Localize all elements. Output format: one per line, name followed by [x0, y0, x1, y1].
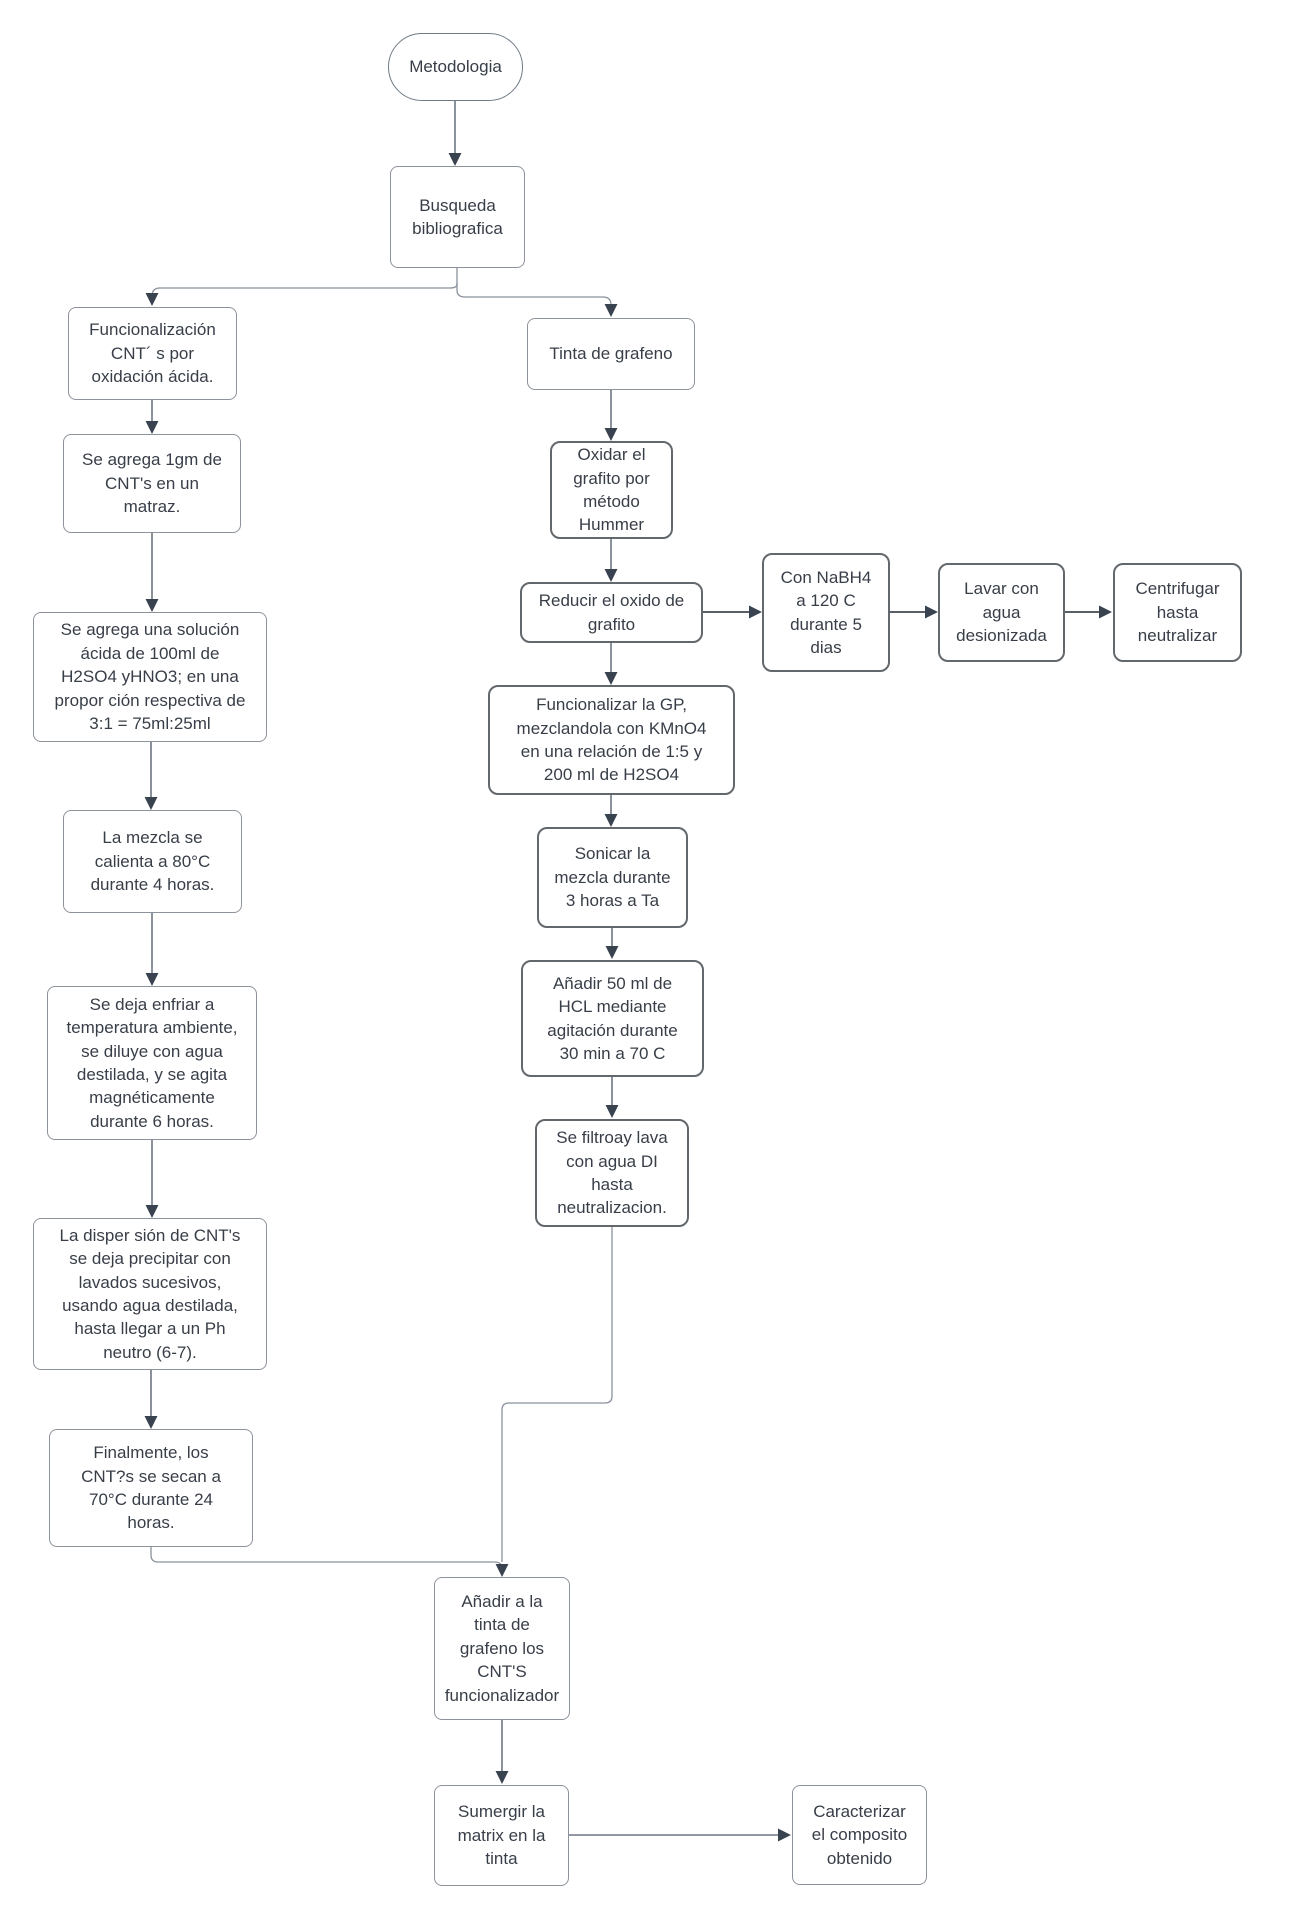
node-anadir-hcl[interactable]: Añadir 50 ml de HCL mediante agitación d… [521, 960, 704, 1077]
node-label: Metodologia [409, 57, 502, 77]
node-busqueda-bibliografica[interactable]: Busqueda bibliografica [390, 166, 525, 268]
node-funcionalizar-gp[interactable]: Funcionalizar la GP, mezclandola con KMn… [488, 685, 735, 795]
node-label: Se agrega 1gm de CNT's en un matraz. [82, 450, 222, 517]
node-label: La disper sión de CNT's se deja precipit… [59, 1225, 241, 1362]
node-agrega-cnt-matraz[interactable]: Se agrega 1gm de CNT's en un matraz. [63, 434, 241, 533]
node-oxidar-grafito[interactable]: Oxidar el grafito por método Hummer [550, 441, 673, 539]
node-anadir-tinta-cnts[interactable]: Añadir a la tinta de grafeno los CNT'S f… [434, 1577, 570, 1720]
node-funcionalizacion-cnt[interactable]: Funcionalización CNT´ s por oxidación ác… [68, 307, 237, 400]
node-label: Con NaBH4 a 120 C durante 5 dias [780, 567, 872, 657]
node-label: Oxidar el grafito por método Hummer [573, 445, 650, 535]
node-label: Finalmente, los CNT?s se secan a 70°C du… [81, 1443, 221, 1533]
node-label: Añadir 50 ml de HCL mediante agitación d… [547, 973, 678, 1063]
node-filtra-lava[interactable]: Se filtroay lava con agua DI hasta neutr… [535, 1119, 689, 1227]
node-label: Lavar con agua desionizada [956, 579, 1047, 646]
node-label: Se agrega una solución ácida de 100ml de… [54, 620, 246, 734]
node-solucion-acida[interactable]: Se agrega una solución ácida de 100ml de… [33, 612, 267, 742]
node-label: Reducir el oxido de grafito [538, 591, 685, 634]
node-tinta-grafeno[interactable]: Tinta de grafeno [527, 318, 695, 390]
node-deja-enfriar[interactable]: Se deja enfriar a temperatura ambiente, … [47, 986, 257, 1140]
node-finalmente-secado[interactable]: Finalmente, los CNT?s se secan a 70°C du… [49, 1429, 253, 1547]
node-label: Tinta de grafeno [549, 344, 673, 364]
node-label: Añadir a la tinta de grafeno los CNT'S f… [444, 1591, 560, 1705]
node-label: Funcionalización CNT´ s por oxidación ác… [89, 320, 216, 387]
node-mezcla-calienta[interactable]: La mezcla se calienta a 80°C durante 4 h… [63, 810, 242, 913]
node-caracterizar-composito[interactable]: Caracterizar el composito obtenido [792, 1785, 927, 1885]
node-centrifugar[interactable]: Centrifugar hasta neutralizar [1113, 563, 1242, 662]
node-reducir-oxido[interactable]: Reducir el oxido de grafito [520, 582, 703, 643]
node-label: Se deja enfriar a temperatura ambiente, … [66, 994, 238, 1131]
node-lavar-agua[interactable]: Lavar con agua desionizada [938, 563, 1065, 662]
node-label: Se filtroay lava con agua DI hasta neutr… [556, 1128, 668, 1218]
node-label: Sonicar la mezcla durante 3 horas a Ta [554, 844, 671, 911]
node-label: Sumergir la matrix en la tinta [457, 1802, 546, 1869]
node-sonicar-mezcla[interactable]: Sonicar la mezcla durante 3 horas a Ta [537, 827, 688, 928]
node-dispersion-cnt[interactable]: La disper sión de CNT's se deja precipit… [33, 1218, 267, 1370]
node-label: Busqueda bibliografica [412, 195, 503, 238]
node-label: Caracterizar el composito obtenido [811, 1801, 908, 1868]
node-metodologia[interactable]: Metodologia [388, 33, 523, 101]
node-sumergir-matrix[interactable]: Sumergir la matrix en la tinta [434, 1785, 569, 1886]
node-con-nabh4[interactable]: Con NaBH4 a 120 C durante 5 dias [762, 553, 890, 672]
node-label: Centrifugar hasta neutralizar [1135, 579, 1220, 646]
node-label: Funcionalizar la GP, mezclandola con KMn… [516, 695, 707, 785]
node-label: La mezcla se calienta a 80°C durante 4 h… [90, 828, 215, 895]
